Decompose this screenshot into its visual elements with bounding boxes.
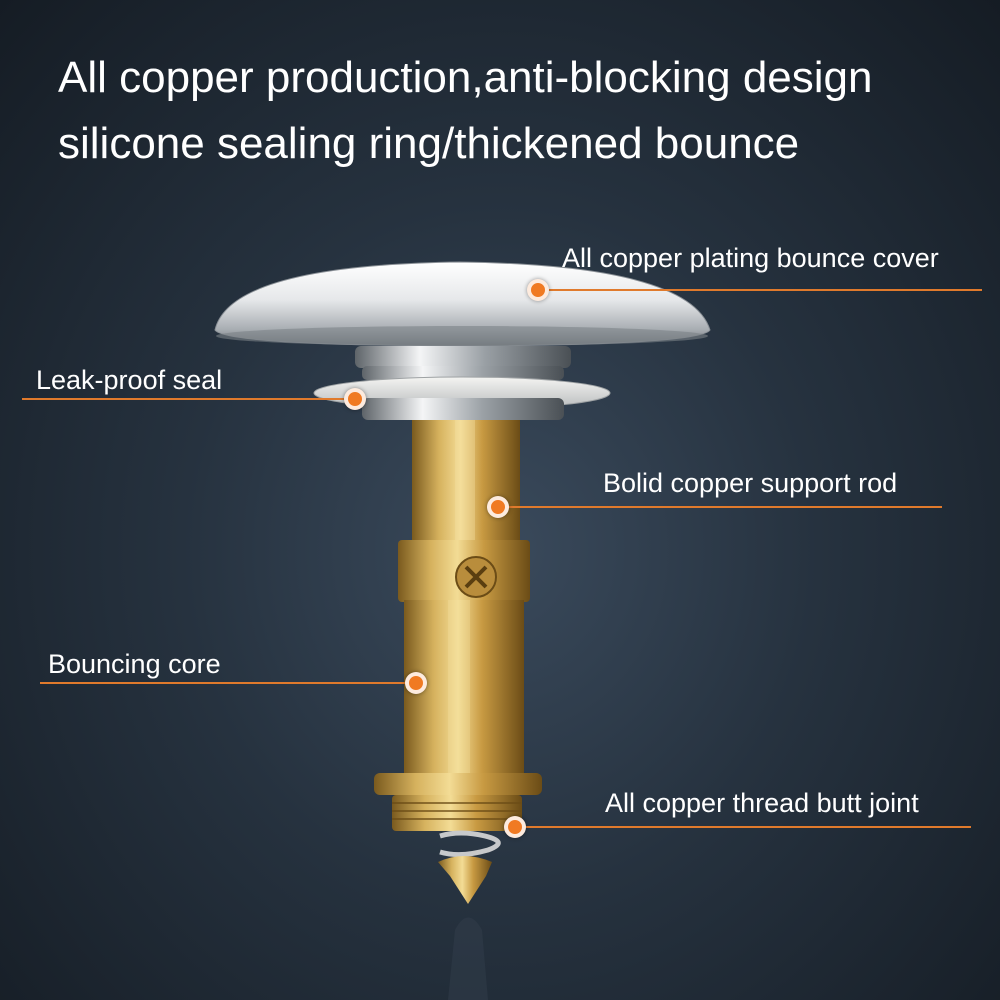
silicone-seal-ring (313, 376, 611, 420)
callout-marker-rod (487, 496, 509, 518)
callout-line-seal (22, 398, 356, 400)
support-rod (412, 420, 520, 548)
callout-line-rod (498, 506, 942, 508)
collar (398, 540, 530, 602)
callout-line-cover (540, 289, 982, 291)
callout-label-seal: Leak-proof seal (36, 365, 223, 395)
callout-label-core: Bouncing core (48, 649, 221, 679)
callout-label-thread: All copper thread butt joint (605, 788, 919, 818)
callout-marker-thread (504, 816, 526, 838)
bounce-cover (214, 261, 711, 347)
callout-marker-core (405, 672, 427, 694)
callout-marker-cover (527, 279, 549, 301)
thread-joint (374, 773, 542, 831)
chrome-neck (355, 346, 571, 380)
callout-line-core (40, 682, 418, 684)
callout-label-cover: All copper plating bounce cover (562, 243, 939, 273)
callout-line-thread (515, 826, 971, 828)
callout-label-rod: Bolid copper support rod (603, 468, 898, 498)
headline-line-1: All copper production,anti-blocking desi… (58, 53, 873, 102)
spring-and-tip (438, 830, 501, 1000)
headline-line-2: silicone sealing ring/thickened bounce (58, 119, 800, 168)
callout-marker-seal (344, 388, 366, 410)
